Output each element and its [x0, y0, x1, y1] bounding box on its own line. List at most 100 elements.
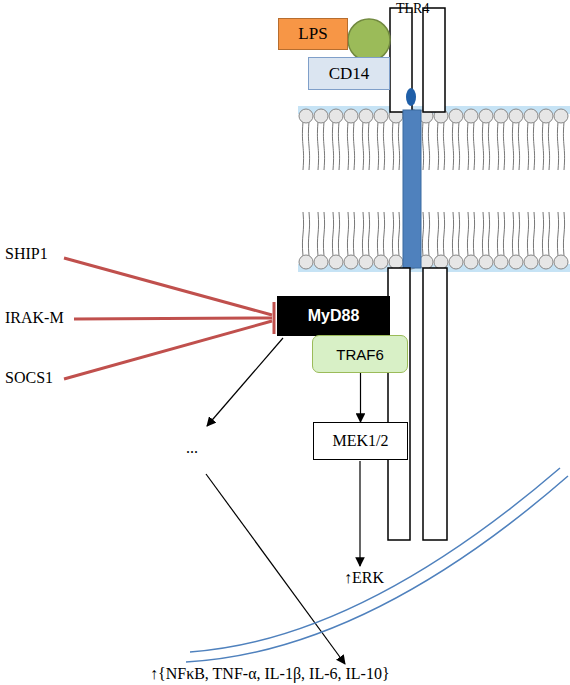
lipid-head: [449, 109, 463, 123]
signal-arrow: [207, 338, 283, 426]
lipid-head: [449, 255, 463, 269]
lipid-tail: [437, 212, 438, 256]
tlr4-tir-domain: [423, 268, 447, 540]
lipid-tail: [482, 212, 483, 256]
lipid-tail: [398, 122, 399, 170]
lipid-tail: [452, 212, 453, 256]
lipid-tail: [347, 212, 348, 256]
lipid-tail: [362, 122, 363, 170]
lipid-tail: [353, 122, 354, 170]
lipid-tail: [323, 212, 324, 256]
lipid-head: [539, 255, 553, 269]
lipid-tail: [533, 122, 534, 170]
lipid-tail: [323, 122, 324, 170]
nuclear-envelope: [190, 468, 560, 652]
lipid-tail: [527, 212, 528, 256]
lipid-tail: [308, 212, 309, 256]
lipid-tail: [563, 212, 564, 256]
ligand-box: LPS: [278, 18, 348, 50]
lipid-tail: [473, 212, 474, 256]
lipid-tail: [458, 212, 459, 256]
process-box: MEK1/2: [313, 422, 408, 460]
lipid-tail: [383, 212, 384, 256]
lipid-tail: [473, 122, 474, 170]
lipid-tail: [383, 122, 384, 170]
md2-dot: [406, 88, 416, 106]
lipid-head: [299, 109, 313, 123]
lipid-head: [344, 109, 358, 123]
lipid-tail: [428, 212, 429, 256]
lipid-head: [494, 255, 508, 269]
lipid-head: [464, 109, 478, 123]
lipid-head: [509, 109, 523, 123]
inhibitor-label: SOCS1: [5, 368, 53, 387]
lipid-tail: [368, 122, 369, 170]
lipid-tail: [497, 212, 498, 256]
lipid-tail: [548, 122, 549, 170]
lipid-tail: [482, 122, 483, 170]
process-box: TRAF6: [312, 335, 408, 373]
lipid-head: [434, 255, 448, 269]
lipid-tail: [503, 122, 504, 170]
lipid-tail: [368, 212, 369, 256]
output-label: ↑ERK: [344, 568, 384, 587]
lipid-tail: [542, 212, 543, 256]
ellipsis-label: ...: [186, 438, 198, 457]
lipid-head: [329, 255, 343, 269]
lipid-tail: [563, 122, 564, 170]
lipid-tail: [557, 212, 558, 256]
lipid-tail: [533, 212, 534, 256]
lipid-tail: [542, 122, 543, 170]
lipid-tail: [443, 212, 444, 256]
lipid-tail: [437, 122, 438, 170]
lipid-tail: [428, 122, 429, 170]
lipid-tail: [503, 212, 504, 256]
lipid-head: [494, 109, 508, 123]
lipid-tail: [332, 122, 333, 170]
lipid-tail: [527, 122, 528, 170]
lipid-tail: [302, 212, 303, 256]
lipid-tail: [347, 122, 348, 170]
lipid-tail: [398, 212, 399, 256]
lipid-tail: [317, 212, 318, 256]
lipid-tail: [488, 212, 489, 256]
lipid-head: [554, 255, 568, 269]
lipid-tail: [488, 122, 489, 170]
lipid-head: [464, 255, 478, 269]
lipid-tail: [338, 122, 339, 170]
lipid-tail: [308, 122, 309, 170]
coreceptor-box: CD14: [308, 57, 390, 90]
lipid-tail: [338, 212, 339, 256]
md2-circle: [348, 19, 390, 61]
lipid-head: [524, 109, 538, 123]
nuclear-envelope: [186, 476, 568, 662]
lipid-tail: [422, 212, 423, 256]
inhibition-lines: [64, 258, 274, 379]
lipid-tail: [377, 212, 378, 256]
receptor-label: TLR4: [396, 1, 429, 18]
adaptor-box: MyD88: [277, 296, 390, 336]
lipid-tail: [518, 212, 519, 256]
lipid-tail: [392, 122, 393, 170]
node-text: MyD88: [308, 307, 360, 325]
lipid-tail: [392, 212, 393, 256]
lipid-tail: [353, 212, 354, 256]
lipid-head: [344, 255, 358, 269]
lipid-tail: [302, 122, 303, 170]
signal-arrow: [359, 461, 360, 566]
lipid-head: [314, 255, 328, 269]
lipid-head: [479, 255, 493, 269]
cell-membrane: [298, 106, 570, 272]
lipid-head: [374, 255, 388, 269]
lipid-tail: [557, 122, 558, 170]
lipid-head: [539, 109, 553, 123]
lipid-head: [314, 109, 328, 123]
lipid-tail: [518, 122, 519, 170]
inhibitor-label: SHIP1: [5, 244, 48, 263]
lipid-tail: [512, 212, 513, 256]
lipid-tail: [377, 122, 378, 170]
lipid-tail: [512, 122, 513, 170]
